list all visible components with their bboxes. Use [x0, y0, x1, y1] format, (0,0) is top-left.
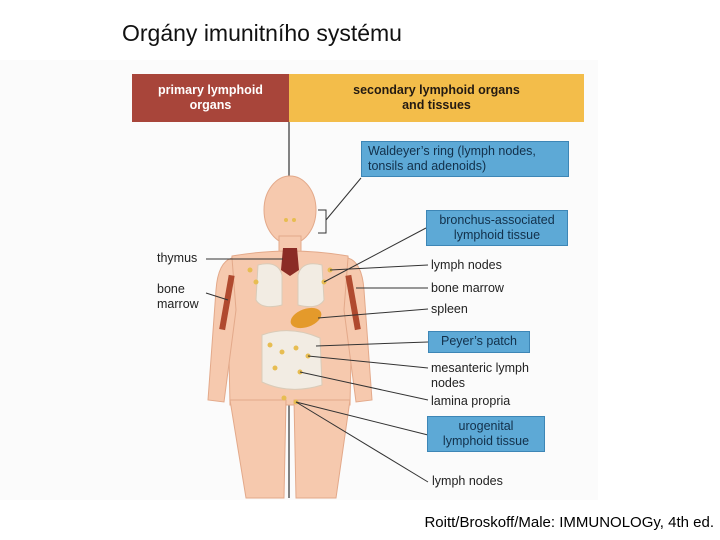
bone-marrow-leader: [205, 292, 229, 301]
slide-title: Orgány imunitního systému: [122, 20, 402, 46]
right-leg: [293, 399, 351, 499]
mesenteric-label: mesanteric lymph nodes: [431, 361, 529, 391]
bone-marrow-left-label: bone marrow: [157, 282, 199, 312]
waldeyer-line-1: Waldeyer’s ring (lymph nodes,: [368, 144, 536, 158]
lymph-nodes-lower-leader: [295, 401, 429, 483]
bone-marrow-left-line-1: bone: [157, 282, 185, 296]
waldeyer-bracket: [318, 209, 327, 234]
urogenital-line-1: urogenital: [458, 419, 514, 433]
lymph-nodes-lower-label: lymph nodes: [432, 474, 503, 488]
spleen-organ: [290, 307, 322, 329]
peyers-patch-box: Peyer’s patch: [428, 331, 530, 353]
mesenteric-leader: [307, 355, 429, 369]
balt-leader: [323, 227, 427, 283]
thymus-label: thymus: [157, 251, 198, 265]
balt-line-1: bronchus-associated: [439, 213, 555, 227]
waldeyer-line-2: tonsils and adenoids): [368, 159, 487, 173]
lamina-propria-label: lamina propria: [431, 394, 511, 408]
balt-box: bronchus-associated lymphoid tissue: [426, 210, 568, 246]
immune-system-figure: primary lymphoid organs secondary lympho…: [0, 60, 598, 500]
left-lung: [255, 263, 283, 308]
waldeyer-ring-box: Waldeyer’s ring (lymph nodes, tonsils an…: [361, 141, 569, 177]
lymph-nodes-upper-label: lymph nodes: [431, 258, 502, 272]
bone-marrow-right-label: bone marrow: [431, 281, 504, 295]
secondary-lymphoid-header: secondary lymphoid organs and tissues: [289, 74, 584, 122]
head: [263, 175, 317, 245]
mesenteric-line-1: mesanteric lymph: [431, 361, 529, 375]
secondary-header-line-2: and tissues: [402, 98, 471, 112]
urogenital-leader: [295, 401, 429, 436]
left-leg: [229, 399, 287, 499]
waldeyer-leader: [325, 177, 362, 221]
body-illustration: [205, 122, 429, 499]
primary-lymphoid-header: primary lymphoid organs: [132, 74, 289, 122]
secondary-header-line-1: secondary lymphoid organs: [353, 83, 520, 97]
urogenital-box: urogenital lymphoid tissue: [427, 416, 545, 452]
right-lung: [297, 263, 325, 308]
lamina-propria-leader: [299, 371, 429, 401]
lymph-nodes-upper-leader: [329, 264, 429, 271]
left-leader-lines: [205, 258, 283, 301]
right-leader-lines: [295, 177, 429, 483]
peyer-leader: [315, 341, 429, 347]
balt-line-2: lymphoid tissue: [453, 228, 541, 242]
intestines: [261, 330, 323, 390]
left-bone-marrow: [219, 274, 235, 331]
primary-header-line-1: primary lymphoid: [158, 83, 263, 97]
primary-header-line-2: organs: [189, 98, 232, 112]
spleen-leader: [317, 308, 429, 319]
source-credit: Roitt/Broskoff/Male: IMMUNOLOGy, 4th ed.: [424, 514, 714, 531]
spleen-label: spleen: [431, 302, 468, 316]
urogenital-line-2: lymphoid tissue: [442, 434, 530, 448]
thymus-organ: [281, 248, 299, 276]
right-bone-marrow: [345, 274, 361, 331]
mesenteric-line-2: nodes: [431, 376, 466, 390]
bone-marrow-left-line-2: marrow: [157, 297, 199, 311]
